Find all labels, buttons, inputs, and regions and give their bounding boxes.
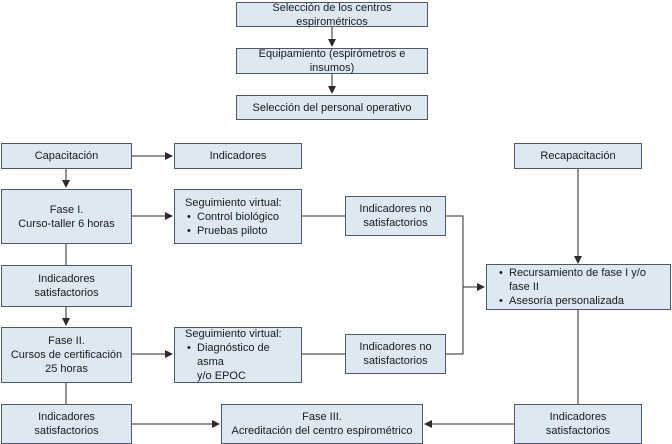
recursamiento-item: Recursamiento de fase I y/o fase II	[497, 266, 666, 294]
box-ind-sat-bottom: Indicadores satisfactorios	[1, 404, 132, 444]
box-capacitacion: Capacitación	[1, 143, 132, 169]
fase2-hours: 25 horas	[45, 363, 88, 375]
ind-no-sat-2-line1: Indicadores no	[359, 341, 432, 353]
seguimiento1-item: Control biológico	[185, 210, 282, 224]
seguimiento1-list: Control biológico Pruebas piloto	[185, 210, 282, 238]
fase2-title: Fase II.	[48, 335, 85, 347]
seguimiento2-item-line1: Diagnóstico de asma	[197, 342, 270, 368]
line-no-sat1-to-merge	[446, 215, 464, 287]
box-seleccion-personal: Selección del personal operativo	[236, 95, 428, 120]
box-ind-no-sat-1: Indicadores no satisfactorios	[345, 196, 446, 236]
indicadores-label: Indicadores	[209, 150, 267, 162]
ind-sat-1-line2: satisfactorios	[34, 287, 99, 299]
box-fase3: Fase III. Acreditación del centro espiro…	[221, 404, 423, 444]
line-no-sat2-to-merge	[446, 287, 464, 355]
equipamiento-label: Equipamiento (espirómetros e insumos)	[258, 48, 406, 74]
ind-no-sat-1-line2: satisfactorios	[363, 217, 428, 229]
box-recapacitacion: Recapacitación	[514, 143, 642, 169]
seguimiento2-title: Seguimiento virtual:	[185, 328, 282, 340]
box-seleccion-centros: Selección de los centros espirométricos	[236, 1, 428, 28]
box-seguimiento1: Seguimiento virtual: Control biológico P…	[174, 189, 302, 244]
box-seguimiento2: Seguimiento virtual: Diagnóstico de asma…	[174, 327, 302, 383]
ind-no-sat-1-line1: Indicadores no	[359, 203, 432, 215]
seguimiento2-list: Diagnóstico de asma y/o EPOC	[185, 341, 297, 383]
seleccion-centros-label: Selección de los centros espirométricos	[272, 1, 392, 28]
box-equipamiento: Equipamiento (espirómetros e insumos)	[236, 48, 428, 74]
seguimiento2-item-line2: y/o EPOC	[197, 370, 246, 382]
box-ind-sat-1: Indicadores satisfactorios	[1, 265, 132, 307]
fase3-title: Fase III.	[302, 411, 342, 423]
recursamiento-list: Recursamiento de fase I y/o fase II Ases…	[497, 266, 666, 308]
box-recursamiento: Recursamiento de fase I y/o fase II Ases…	[486, 264, 671, 310]
fase1-subtitle: Curso-taller 6 horas	[18, 217, 115, 230]
seguimiento1-item: Pruebas piloto	[185, 224, 282, 238]
ind-sat-1-line1: Indicadores	[38, 273, 95, 285]
seguimiento2-item: Diagnóstico de asma y/o EPOC	[185, 341, 297, 383]
ind-sat-bottom-label: Indicadores satisfactorios	[34, 411, 99, 437]
fase2-subtitle: Cursos de certificación	[10, 349, 123, 361]
ind-sat-right-line1: Indicadores	[549, 411, 607, 423]
box-ind-no-sat-2: Indicadores no satisfactorios	[345, 334, 446, 374]
seguimiento1-title: Seguimiento virtual:	[185, 196, 282, 209]
capacitacion-label: Capacitación	[34, 150, 99, 162]
seleccion-personal-label: Selección del personal operativo	[252, 101, 412, 114]
box-ind-sat-right: Indicadores satisfactorios	[514, 404, 642, 444]
ind-sat-right-line2: satisfactorios	[545, 425, 611, 437]
fase1-title: Fase I.	[49, 203, 84, 216]
box-fase2: Fase II. Cursos de certificación 25 hora…	[1, 327, 132, 383]
recapacitacion-label: Recapacitación	[540, 150, 616, 162]
box-fase1: Fase I. Curso-taller 6 horas	[1, 189, 132, 244]
recursamiento-item: Asesoría personalizada	[497, 294, 666, 308]
ind-no-sat-2-line2: satisfactorios	[363, 355, 428, 367]
box-indicadores: Indicadores	[174, 143, 302, 169]
fase3-subtitle: Acreditación del centro espirométrico	[231, 425, 413, 437]
